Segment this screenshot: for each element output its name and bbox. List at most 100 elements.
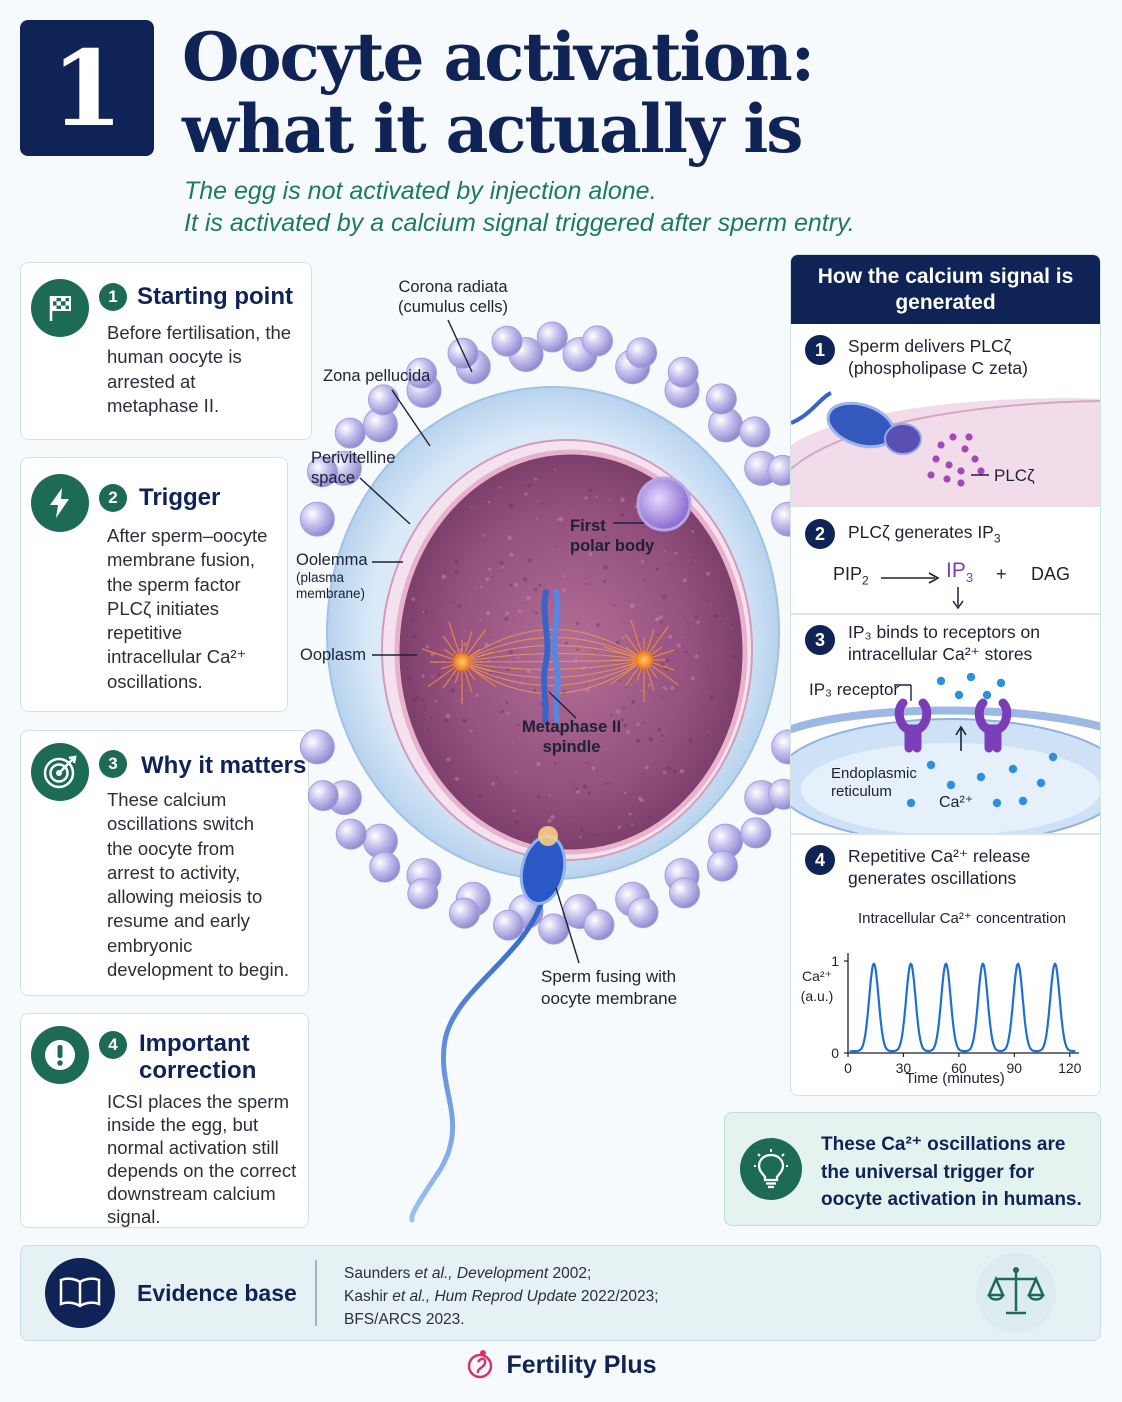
card-body: ICSI places the sperm inside the egg, bu… [107, 1091, 297, 1227]
x-tick-label: 30 [896, 1060, 912, 1076]
card-title: Why it matters [141, 752, 307, 779]
ooplasm-label: Ooplasm [300, 646, 367, 664]
divider [791, 833, 1100, 835]
card-number: 3 [99, 750, 127, 778]
brand-footer: Fertility Plus [0, 1348, 1122, 1380]
step-number: 1 [805, 335, 835, 365]
ip3-receptor-left [894, 698, 932, 753]
fusion-glow [538, 826, 558, 846]
cumulus-cell [368, 384, 399, 416]
card-why-it-matters: 3 Why it matters These calcium oscillati… [20, 730, 309, 996]
cumulus-cell [667, 356, 699, 388]
step-number: 3 [805, 625, 835, 655]
cumulus-cell [299, 729, 335, 765]
cumulus-cell [406, 357, 437, 389]
scales-icon [976, 1253, 1056, 1333]
card-title: Important correction [139, 1030, 257, 1084]
cumulus-cell [740, 817, 772, 849]
cumulus-cell [583, 909, 615, 941]
cumulus-cell [705, 383, 737, 415]
calcium-signal-panel: How the calcium signal is generated 1 Sp… [790, 254, 1101, 1096]
card-number: 4 [99, 1031, 127, 1059]
cumulus-cell [307, 780, 339, 812]
cumulus-cell [448, 897, 480, 929]
page-title-line-1: Oocyte activation: [182, 18, 815, 96]
reference-1: Saunders et al., Development 2002; [344, 1265, 592, 1282]
er-illustration [791, 673, 1100, 835]
oolemma-label: Oolemma [296, 551, 368, 569]
corona-radiata-cells [299, 321, 807, 945]
equation-plus: + [996, 564, 1007, 584]
cumulus-cell [626, 337, 658, 369]
ca-label: Ca²⁺ [939, 794, 974, 811]
exclamation-icon [31, 1026, 89, 1084]
fertility-plus-logo-icon [467, 1350, 492, 1379]
sperm-label: Sperm fusing with oocyte membrane [541, 967, 678, 1008]
equation-dag: DAG [1031, 564, 1071, 584]
cumulus-cell [306, 456, 338, 488]
plcz-delivery-illustration [791, 391, 1100, 505]
step-3-text: IP₃ binds to receptors on intracellular … [848, 622, 1040, 664]
cumulus-cell [407, 878, 439, 910]
evidence-title: Evidence base [137, 1280, 297, 1306]
lightbulb-icon [740, 1138, 802, 1200]
page-title-line-2: what it actually is [182, 90, 803, 168]
arrow-right-icon [881, 572, 940, 584]
card-title: Trigger [139, 484, 221, 511]
corona-radiata-label: Corona radiata (cumulus cells) [398, 278, 509, 316]
polar-body-label: First polar body [570, 517, 655, 555]
x-tick-label: 0 [844, 1060, 852, 1076]
lightning-bolt-icon [31, 474, 89, 532]
x-tick-label: 120 [1058, 1060, 1082, 1076]
ooplasm [394, 449, 748, 855]
cumulus-cell [707, 850, 738, 882]
ip3-receptor-right [974, 698, 1012, 753]
panel-heading: How the calcium signal is generated [791, 255, 1100, 324]
series-line-calcium [849, 962, 1076, 1053]
cumulus-cell [334, 417, 366, 449]
plcz-label: PLCζ [994, 466, 1035, 485]
er-label: Endoplasmic reticulum [831, 765, 917, 800]
card-title: Starting point [137, 283, 293, 310]
spindle-label: Metaphase II spindle [522, 718, 622, 756]
subtitle-line-2: It is activated by a calcium signal trig… [184, 209, 855, 237]
cumulus-cell [369, 851, 401, 883]
card-important-correction: 4 Important correction ICSI places the s… [20, 1013, 309, 1228]
cumulus-cell [536, 321, 568, 353]
spindle-pole-right [635, 651, 653, 669]
arrow-down-icon [952, 587, 964, 609]
conclusion-text: These Ca²⁺ oscillations are the universa… [821, 1134, 1082, 1210]
sperm-tail [409, 901, 544, 1223]
cumulus-cell [582, 325, 613, 357]
card-body: These calcium oscillations switch the oo… [107, 789, 290, 981]
y-tick-label: 0 [831, 1045, 839, 1061]
reference-3: BFS/ARCS 2023. [344, 1311, 465, 1328]
divider [791, 613, 1100, 615]
cumulus-cell [739, 416, 771, 448]
card-number: 2 [99, 484, 127, 512]
step-2-text: PLCζ generates IP3 [848, 522, 1001, 546]
card-body: After sperm–oocyte membrane fusion, the … [107, 525, 268, 692]
cumulus-cell [627, 897, 659, 929]
chart-title: Intracellular Ca²⁺ concentration [858, 910, 1066, 927]
chromosomes [541, 589, 561, 723]
equation-pip2: PIP2 [833, 564, 869, 588]
cumulus-cell [335, 818, 367, 850]
step-number: 2 [805, 519, 835, 549]
divider [315, 1260, 317, 1326]
cumulus-cell [538, 913, 570, 945]
step-4-text: Repetitive Ca²⁺ release generates oscill… [848, 846, 1031, 888]
section-number-badge: 1 [20, 20, 154, 156]
step-1-text: Sperm delivers PLCζ (phospholipase C zet… [848, 336, 1028, 378]
card-starting-point: 1 Starting point Before fertilisation, t… [20, 262, 312, 440]
open-book-icon [45, 1258, 115, 1328]
calcium-oscillation-chart: Intracellular Ca²⁺ concentration Ca²⁺ (a… [801, 910, 1082, 1087]
cumulus-cell [493, 909, 524, 941]
conclusion-box: These Ca²⁺ oscillations are the universa… [724, 1112, 1101, 1226]
card-trigger: 2 Trigger After sperm–oocyte membrane fu… [20, 457, 288, 712]
x-tick-label: 60 [951, 1060, 967, 1076]
evidence-base-bar: Evidence base Saunders et al., Developme… [20, 1245, 1101, 1341]
step-number: 4 [805, 845, 835, 875]
cumulus-cell [669, 877, 700, 909]
